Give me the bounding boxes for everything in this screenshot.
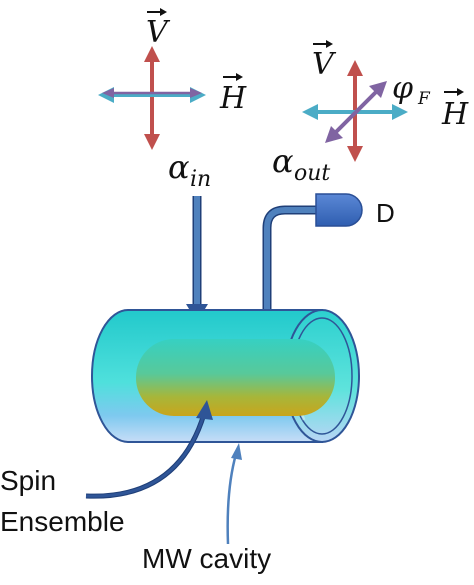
svg-text:V: V xyxy=(146,15,171,50)
mw-cavity-pointer-arrow xyxy=(226,443,242,545)
svg-text:F: F xyxy=(417,89,431,109)
svg-text:H: H xyxy=(219,81,247,116)
vector-arrow-icon xyxy=(444,88,464,96)
svg-text:V: V xyxy=(312,47,337,82)
faraday-rotation-label: φ F xyxy=(392,71,431,109)
svg-text:out: out xyxy=(294,161,330,186)
output-polarization-cross xyxy=(302,60,408,162)
vector-arrow-icon xyxy=(147,8,167,16)
input-vertical-label: V xyxy=(146,8,171,50)
detector-icon xyxy=(315,193,363,227)
svg-text:in: in xyxy=(190,167,211,192)
spin-label: Spin xyxy=(0,465,56,496)
vector-arrow-icon xyxy=(223,73,243,81)
svg-text:α: α xyxy=(168,148,190,186)
alpha-out-label: α out xyxy=(272,142,330,186)
detector-label: D xyxy=(376,198,395,228)
spin-ensemble xyxy=(136,339,335,416)
output-rotated-arrow xyxy=(325,81,387,143)
output-horizontal-label: H xyxy=(441,88,469,132)
alpha-in-label: α in xyxy=(168,148,211,192)
vector-arrow-icon xyxy=(313,40,333,48)
svg-text:α: α xyxy=(272,142,294,180)
ensemble-label: Ensemble xyxy=(0,506,125,537)
output-vertical-label: V xyxy=(312,40,337,82)
svg-text:φ: φ xyxy=(392,71,413,106)
spin-ensemble-pointer-arrow xyxy=(85,400,213,499)
output-waveguide xyxy=(262,205,318,318)
input-waveguide xyxy=(186,196,208,322)
mw-cavity-label: MW cavity xyxy=(142,543,271,574)
input-horizontal-arrow-overlay xyxy=(102,88,202,98)
input-horizontal-label: H xyxy=(219,73,247,116)
input-vertical-arrow xyxy=(144,46,160,150)
svg-text:H: H xyxy=(441,97,469,132)
input-polarization-cross xyxy=(98,46,206,150)
